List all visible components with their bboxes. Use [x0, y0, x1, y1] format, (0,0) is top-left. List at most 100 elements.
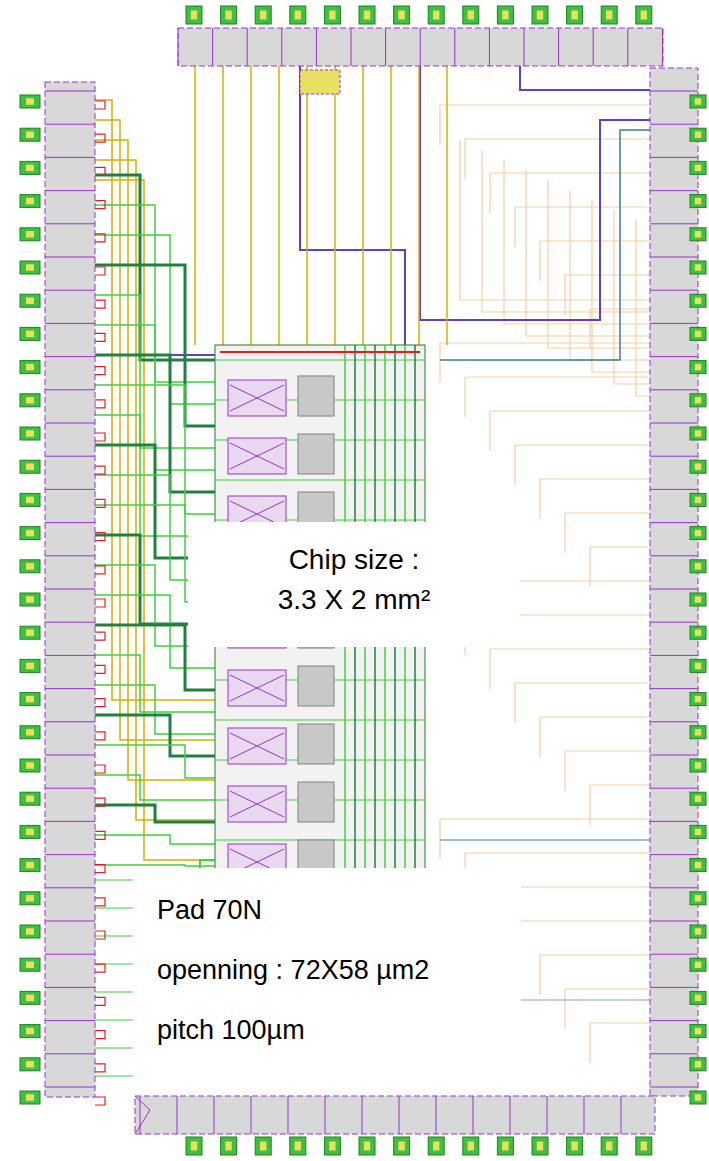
metal-wire — [95, 715, 215, 756]
cell-pattern — [230, 675, 284, 701]
pad-stub — [95, 267, 105, 275]
metal-wire — [570, 190, 650, 360]
bond-pad — [20, 560, 40, 573]
cell-divider — [510, 1096, 511, 1134]
bond-pad — [221, 6, 237, 24]
cell-divider — [45, 356, 95, 357]
pad-opening — [398, 11, 404, 20]
pad-opening — [26, 961, 34, 968]
cell-divider — [650, 489, 698, 490]
pad-opening — [433, 11, 439, 20]
cell-divider — [288, 1096, 289, 1134]
bond-pad — [532, 1137, 548, 1155]
pad-opening — [26, 663, 34, 670]
bond-pad — [20, 759, 40, 772]
cell-divider — [325, 1096, 326, 1134]
pad-opening — [26, 895, 34, 902]
bond-pad — [690, 859, 706, 872]
bond-pad — [690, 228, 706, 241]
pad-opening — [329, 11, 335, 20]
cell-divider — [45, 91, 95, 92]
cell-pattern — [230, 733, 284, 759]
bond-pad — [359, 6, 375, 24]
pad-opening — [606, 11, 612, 20]
bond-pad — [636, 1137, 652, 1155]
cell-divider — [45, 223, 95, 224]
bond-pad — [567, 6, 583, 24]
pad-stub — [95, 831, 105, 839]
pad-opening — [26, 862, 34, 869]
pad-opening — [26, 995, 34, 1002]
bond-pad — [20, 626, 40, 639]
metal-wire — [95, 180, 215, 860]
cell-divider — [650, 290, 698, 291]
cell-divider — [650, 1087, 698, 1088]
cell-divider — [650, 423, 698, 424]
metal-wire — [446, 65, 448, 345]
pad-stub — [95, 964, 105, 972]
metal-wire — [334, 65, 336, 345]
annotation-text: pitch 100µm — [157, 1000, 513, 1060]
bond-pad — [690, 659, 706, 672]
metal-wire — [95, 140, 215, 780]
bond-pad — [690, 327, 706, 340]
bond-pad — [497, 6, 513, 24]
cell-divider — [547, 1096, 548, 1134]
pad-opening — [26, 98, 34, 105]
cell-pattern — [230, 675, 284, 701]
cell-block — [298, 434, 334, 474]
pad-opening — [695, 530, 701, 537]
cell-divider — [45, 721, 95, 722]
pad-opening — [433, 1142, 439, 1151]
cell-divider — [212, 28, 213, 66]
bond-pad — [20, 892, 40, 905]
pad-stub — [95, 167, 105, 175]
cell-divider — [650, 921, 698, 922]
bond-pad — [690, 825, 706, 838]
bond-pad — [690, 95, 706, 108]
cell-block — [298, 724, 334, 764]
bond-pad — [20, 693, 40, 706]
annotation-text: 3.3 X 2 mm² — [196, 580, 512, 620]
metal-wire — [222, 65, 224, 345]
pad-stub — [95, 1064, 105, 1072]
bond-pad — [690, 759, 706, 772]
bond-pad — [690, 958, 706, 971]
text-panel: Pad 70Nopenning : 72X58 µm2pitch 100µm — [133, 868, 521, 1078]
pad-opening — [26, 696, 34, 703]
pad-opening — [695, 663, 701, 670]
pad-stub — [95, 765, 105, 773]
bond-pad — [690, 128, 706, 141]
text-panel: Chip size :3.3 X 2 mm² — [188, 522, 520, 647]
bond-pad — [690, 626, 706, 639]
pad-opening — [695, 1061, 701, 1068]
pad-band — [45, 82, 95, 1097]
pad-opening — [695, 696, 701, 703]
bond-pad — [20, 958, 40, 971]
pad-band — [650, 68, 698, 1096]
bond-pad — [690, 294, 706, 307]
pad-opening — [606, 1142, 612, 1151]
pad-stub — [95, 533, 105, 541]
bond-pad — [690, 560, 706, 573]
bond-pad — [359, 1137, 375, 1155]
pad-opening — [295, 11, 301, 20]
annotation-text: Pad 70N — [157, 880, 513, 940]
pad-opening — [26, 1061, 34, 1068]
annotation-text: Chip size : — [196, 540, 512, 580]
cell-divider — [45, 157, 95, 158]
cell-divider — [558, 28, 559, 66]
bond-pad — [690, 1025, 706, 1038]
cell-divider — [45, 954, 95, 955]
cell-divider — [662, 28, 663, 66]
bond-pad — [20, 95, 40, 108]
pad-opening — [695, 463, 701, 470]
bond-pad — [324, 6, 340, 24]
pad-stub — [95, 300, 105, 308]
cell-divider — [45, 423, 95, 424]
pad-opening — [468, 11, 474, 20]
cell-divider — [247, 28, 248, 66]
pad-stub — [95, 333, 105, 341]
pad-opening — [695, 497, 701, 504]
metal-wire — [95, 835, 215, 844]
